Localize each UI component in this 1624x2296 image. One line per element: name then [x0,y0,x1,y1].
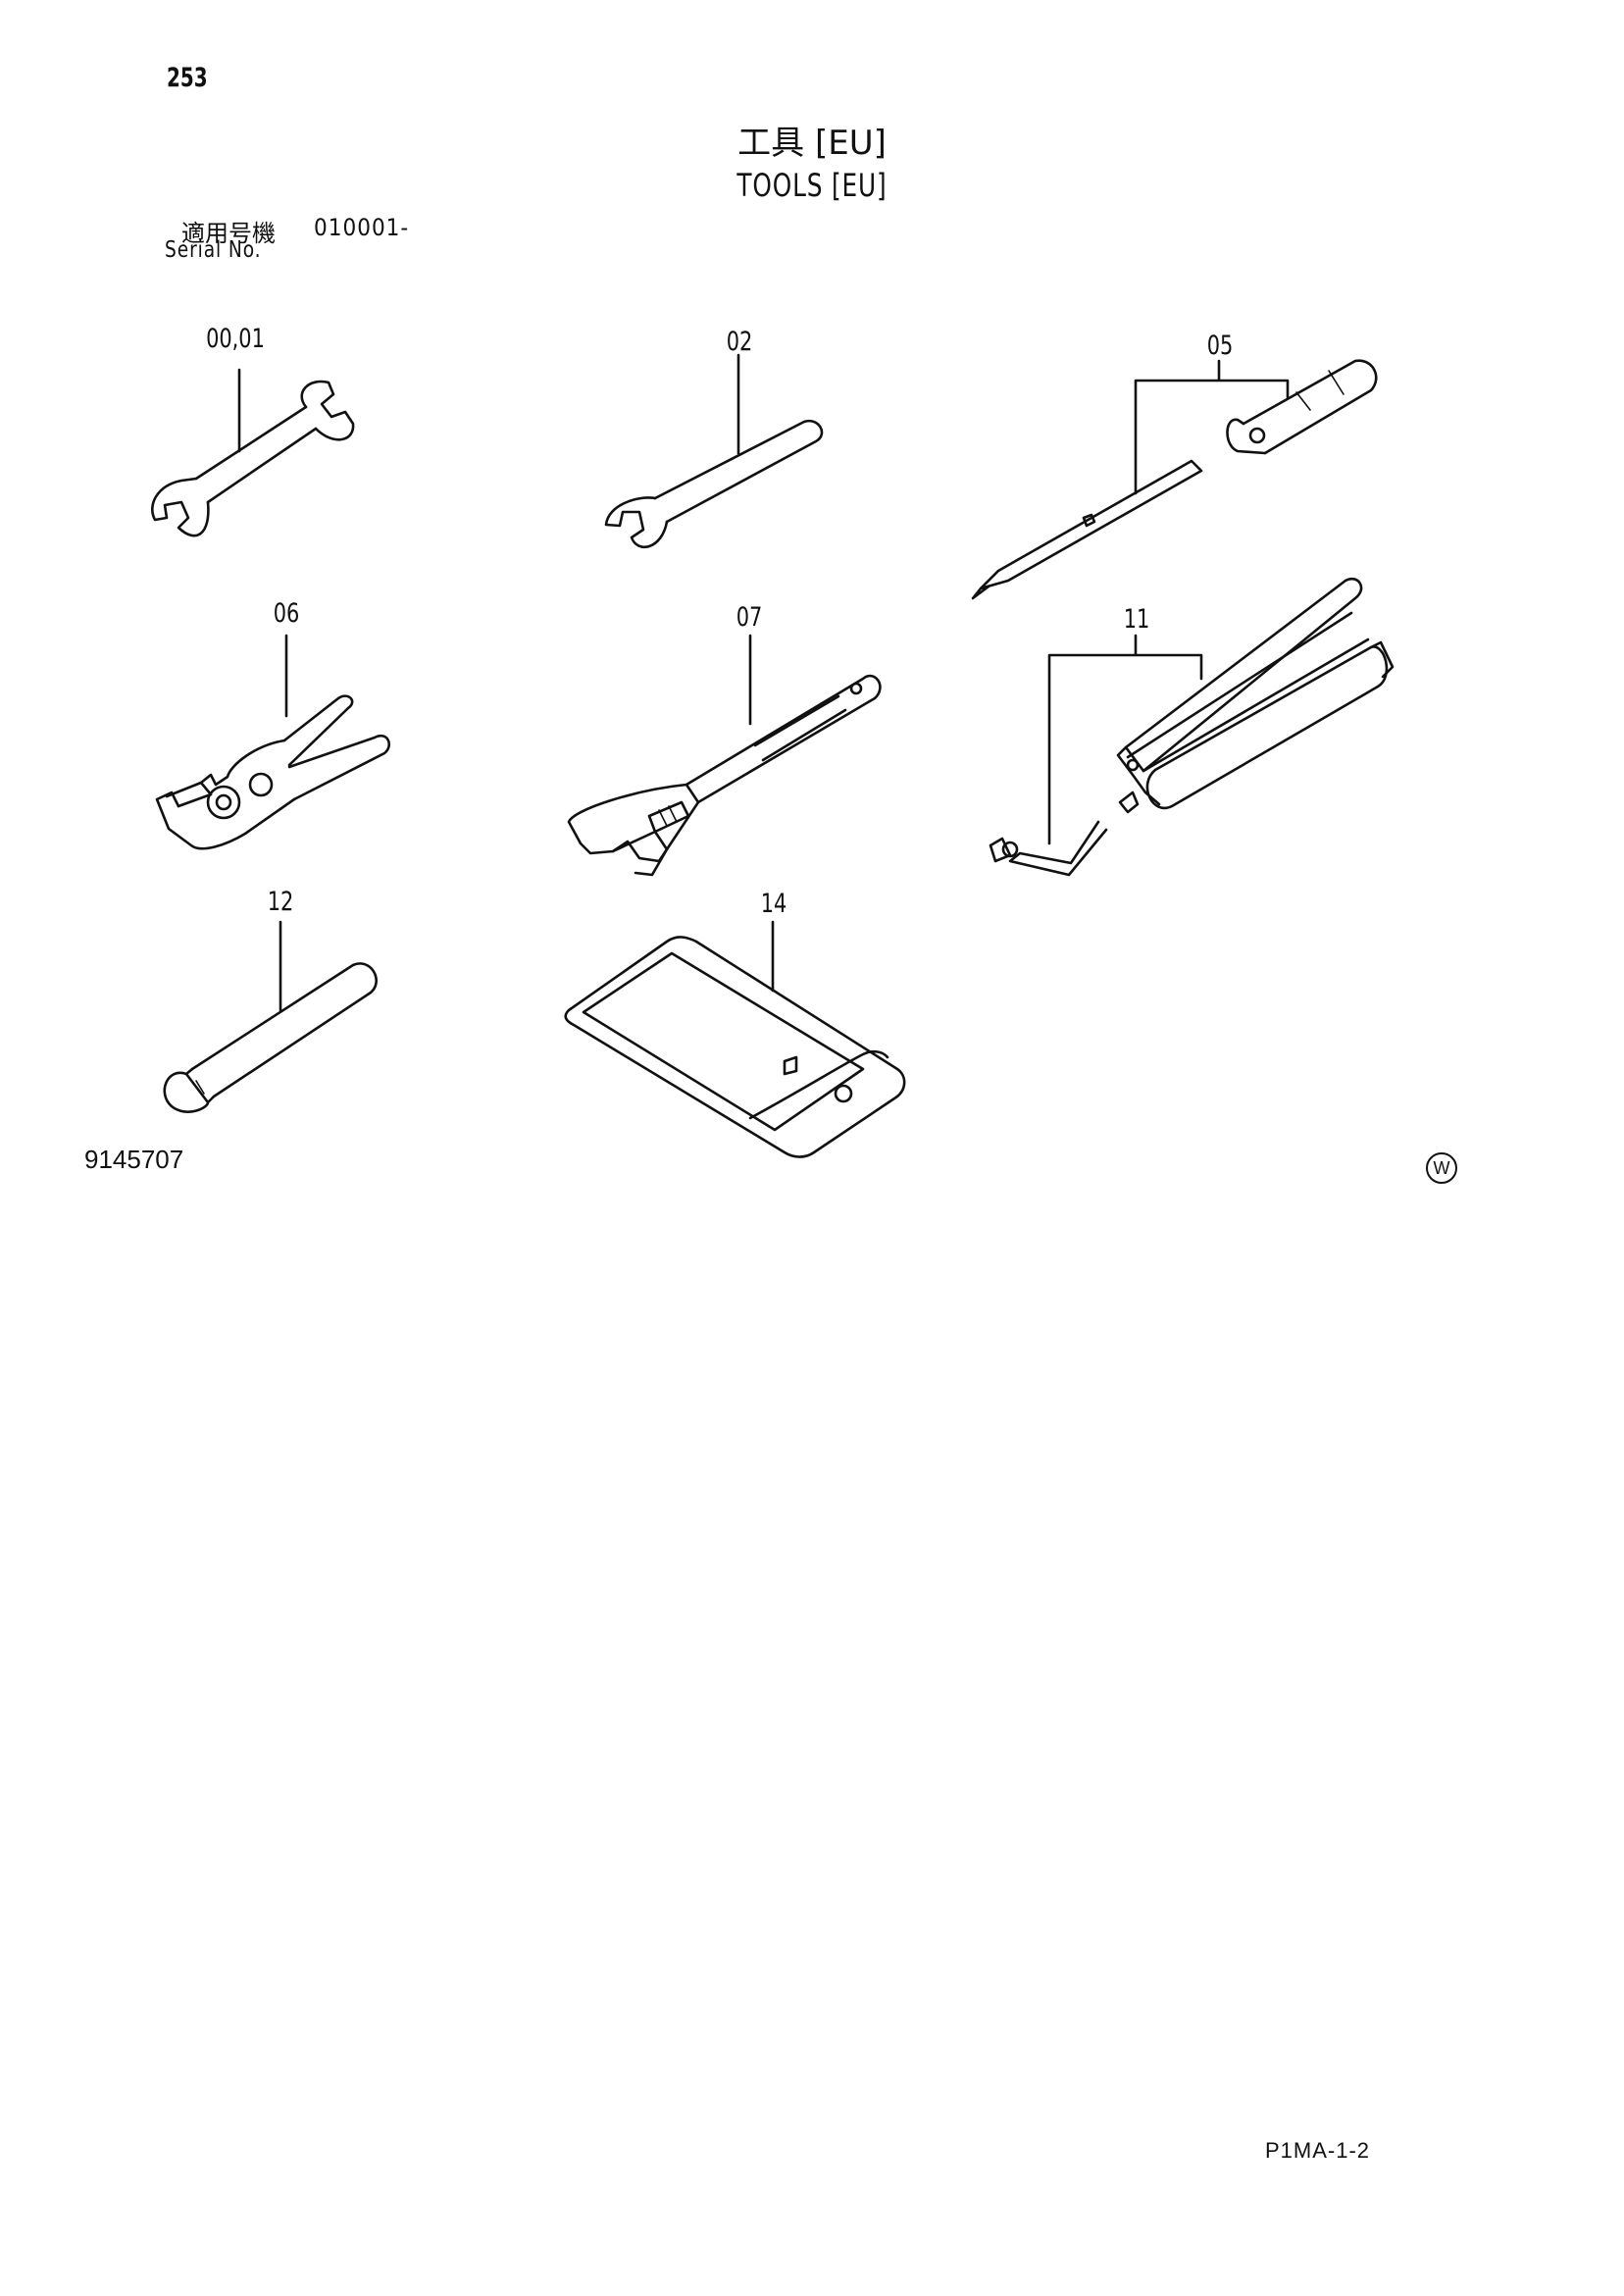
screwdriver-icon [971,359,1378,600]
serial-value: 010001- [314,214,410,241]
part-label-00-01: 00,01 [206,324,265,354]
part-label-05: 05 [1206,331,1234,361]
sheet-reference: P1MA-1-2 [1265,2138,1371,2163]
page-title-japanese: 工具 [EU] [737,124,887,163]
w-mark-badge: W [1426,1152,1457,1184]
part-label-14: 14 [760,889,787,919]
part-label-11: 11 [1123,604,1150,635]
page-title-english: TOOLS [EU] [736,167,888,204]
double-open-end-wrench-icon [151,368,355,537]
part-label-02: 02 [726,327,753,357]
serial-label-japanese: 適用号機 [181,220,276,247]
tool-bag-icon [564,920,906,1158]
pliers-icon [155,634,390,850]
part-label-06: 06 [273,598,300,629]
part-label-12: 12 [267,887,294,917]
serial-label-english: Serial No. [165,237,262,263]
page-number: 253 [167,63,208,93]
grease-gun-icon [989,578,1395,877]
part-label-07: 07 [736,602,763,633]
figure-number: 9145707 [84,1145,184,1174]
grease-cartridge-icon [163,920,378,1113]
single-open-end-wrench-icon [604,353,824,548]
adjustable-wrench-icon [567,634,882,877]
